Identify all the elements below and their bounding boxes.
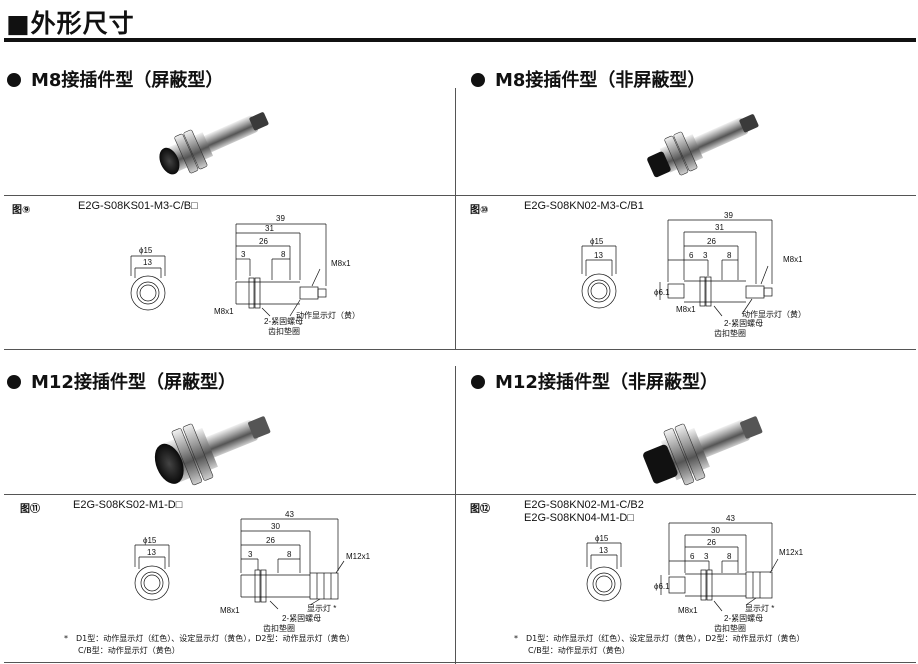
dim-d3: 26 [266, 536, 275, 545]
model-number: E2G-S08KN02-M3-C/B1 [524, 200, 644, 212]
face-dia-label: ϕ15 [139, 246, 153, 255]
washer-label: 齿扣垫圈 [263, 623, 295, 633]
face-flat-label: 13 [143, 258, 152, 267]
head-dia-label: ϕ6.1 [654, 582, 670, 591]
dimension-drawing-2: ϕ15 13 ϕ6.1 39 31 26 6 3 8 M8x1 M8x1 动作显… [581, 211, 806, 338]
row-rule-1 [4, 195, 916, 196]
bullet-icon [7, 375, 21, 389]
washer-label: 齿扣垫圈 [714, 623, 746, 633]
figure-label: 图⑪ [20, 504, 40, 515]
dim-d5: 8 [281, 250, 286, 259]
row-rule-4 [4, 662, 916, 663]
head-dia-label: ϕ6.1 [654, 288, 670, 297]
face-dia-label: ϕ15 [590, 237, 604, 246]
figure-label: 图⑩ [470, 205, 489, 216]
dim-d1: 39 [276, 214, 285, 223]
indicator-label: 动作显示灯（黄） [296, 310, 360, 320]
conn-thread-label: M12x1 [346, 552, 371, 561]
dim-d4: 3 [248, 550, 253, 559]
bullet-icon [471, 375, 485, 389]
conn-thread-label: M8x1 [783, 255, 803, 264]
footnote-line-2: C/B型：动作显示灯（黄色） [528, 646, 630, 655]
footnote-line-2: C/B型：动作显示灯（黄色） [78, 646, 180, 655]
figure-label: 图⑨ [12, 205, 31, 216]
title-rule [4, 38, 916, 42]
sensor-photo-m8-unshielded [647, 114, 759, 178]
dimension-drawing-3: ϕ15 13 43 30 26 3 8 M12x1 M8x1 显示灯 * 2-紧… [134, 510, 371, 633]
dim-d4: 6 [690, 552, 695, 561]
face-flat-label: 13 [599, 546, 608, 555]
face-dia-label: ϕ15 [595, 534, 609, 543]
dim-d4: 6 [689, 251, 694, 260]
row-rule-2 [4, 349, 916, 350]
thread-label: M8x1 [678, 606, 698, 615]
thread-label: M8x1 [220, 606, 240, 615]
footnote-line-1: * D1型：动作显示灯（红色）、设定显示灯（黄色），D2型：动作显示灯（黄色） [64, 634, 355, 643]
washer-label: 齿扣垫圈 [268, 326, 300, 336]
section-heading-m8-unshielded: M8接插件型（非屏蔽型） [471, 66, 705, 92]
conn-thread-label: M12x1 [779, 548, 804, 557]
thread-label: M8x1 [676, 305, 696, 314]
dimension-drawing-4: ϕ15 13 ϕ6.1 43 30 26 6 3 8 M12x1 M8x1 显示… [586, 514, 804, 633]
nut-label: 2-紧固螺母 [282, 613, 321, 623]
section-heading-text: M12接插件型（非屏蔽型） [495, 372, 718, 393]
dim-d5: 8 [287, 550, 292, 559]
dim-d5: 3 [704, 552, 709, 561]
column-divider-top [455, 88, 456, 350]
model-number: E2G-S08KS01-M3-C/B□ [78, 200, 198, 212]
face-flat-label: 13 [594, 251, 603, 260]
dim-d1: 43 [726, 514, 735, 523]
section-heading-m8-shielded: M8接插件型（屏蔽型） [7, 66, 223, 92]
face-flat-label: 13 [147, 548, 156, 557]
indicator-label: 动作显示灯（黄） [742, 309, 806, 319]
nut-label: 2-紧固螺母 [724, 613, 763, 623]
dim-d2: 30 [711, 526, 720, 535]
conn-thread-label: M8x1 [331, 259, 351, 268]
dimension-drawing-1: ϕ15 13 39 31 26 3 8 M8x1 M8x1 动作显示灯（黄） 2… [130, 214, 360, 336]
dim-d1: 43 [285, 510, 294, 519]
page-title: ■外形尺寸 [6, 9, 135, 38]
thread-label: M8x1 [214, 307, 234, 316]
section-heading-m12-unshielded: M12接插件型（非屏蔽型） [471, 368, 718, 394]
section-heading-m12-shielded: M12接插件型（屏蔽型） [7, 368, 236, 394]
dim-d2: 31 [265, 224, 274, 233]
section-heading-text: M12接插件型（屏蔽型） [31, 372, 236, 393]
section-heading-text: M8接插件型（屏蔽型） [31, 70, 224, 91]
model-number: E2G-S08KN04-M1-D□ [524, 512, 634, 524]
dim-d1: 39 [724, 211, 733, 220]
dim-d4: 3 [241, 250, 246, 259]
dim-d6: 8 [727, 251, 732, 260]
footnote-line-1: * D1型：动作显示灯（红色）、设定显示灯（黄色），D2型：动作显示灯（黄色） [514, 634, 805, 643]
sensor-photo-m12-unshielded [643, 416, 763, 486]
bullet-icon [471, 73, 485, 87]
dim-d3: 26 [259, 237, 268, 246]
dim-d3: 26 [707, 538, 716, 547]
dim-d2: 31 [715, 223, 724, 232]
dim-d2: 30 [271, 522, 280, 531]
indicator-label: 显示灯 * [745, 603, 774, 613]
indicator-label: 显示灯 * [307, 603, 336, 613]
face-dia-label: ϕ15 [143, 536, 157, 545]
nut-label: 2-紧固螺母 [724, 318, 763, 328]
dim-d5: 3 [703, 251, 708, 260]
washer-label: 齿扣垫圈 [714, 328, 746, 338]
row-rule-3 [4, 494, 916, 495]
bullet-icon [7, 73, 21, 87]
dim-d3: 26 [707, 237, 716, 246]
model-number: E2G-S08KS02-M1-D□ [73, 499, 183, 511]
sensor-photo-m8-shielded [159, 112, 269, 175]
nut-label: 2-紧固螺母 [264, 316, 303, 326]
model-number: E2G-S08KN02-M1-C/B2 [524, 499, 644, 511]
dim-d6: 8 [727, 552, 732, 561]
sensor-photo-m12-shielded [154, 416, 271, 486]
figure-label: 图⑫ [470, 504, 490, 515]
section-heading-text: M8接插件型（非屏蔽型） [495, 70, 706, 91]
column-divider-bottom [455, 366, 456, 664]
